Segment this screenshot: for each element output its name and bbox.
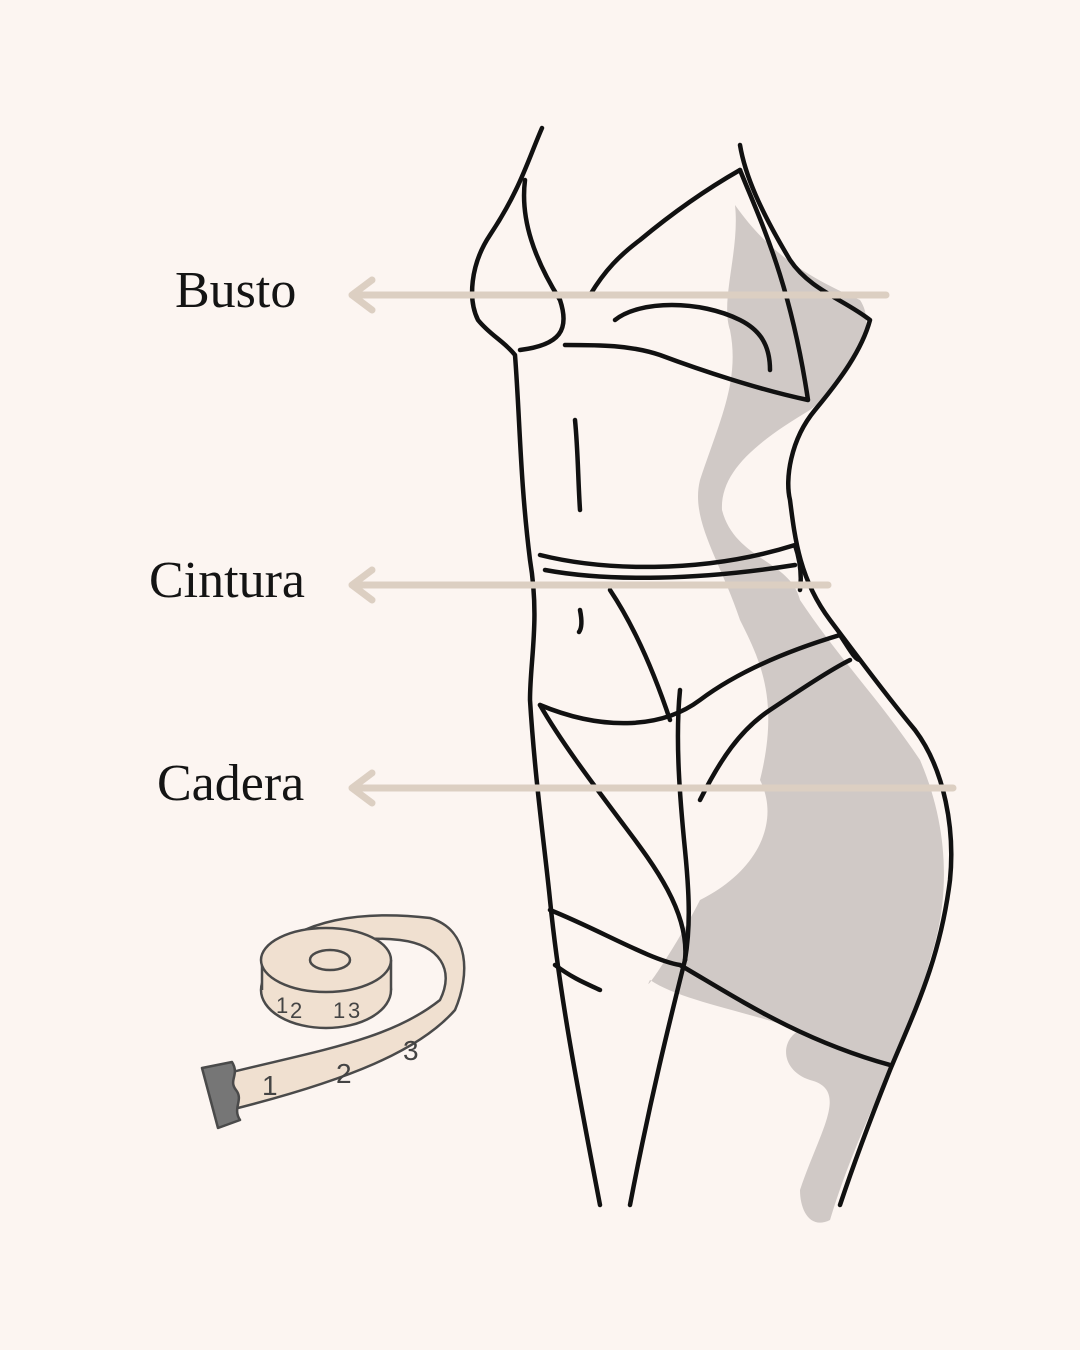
bust-arrow: [348, 276, 890, 314]
hip-arrow: [348, 769, 957, 807]
strip-number: 1: [262, 1070, 278, 1101]
waist-label: Cintura: [149, 552, 305, 609]
body-outline: [469, 125, 954, 1208]
measurement-arrows: [348, 276, 957, 807]
roll-number: 1: [276, 993, 288, 1018]
roll-number: 2: [290, 998, 302, 1023]
waist-arrow: [348, 566, 832, 604]
roll-number: 3: [348, 998, 360, 1023]
bust-label: Busto: [175, 262, 297, 319]
strip-number: 3: [403, 1035, 419, 1066]
tape-measure-illustration: [200, 914, 466, 1130]
hip-label: Cadera: [157, 755, 305, 812]
tape-roll-top: [259, 926, 393, 994]
body-shadow: [648, 205, 944, 1223]
strip-number: 2: [336, 1058, 352, 1089]
tape-tip: [200, 1060, 242, 1130]
roll-number: 1: [333, 998, 345, 1023]
